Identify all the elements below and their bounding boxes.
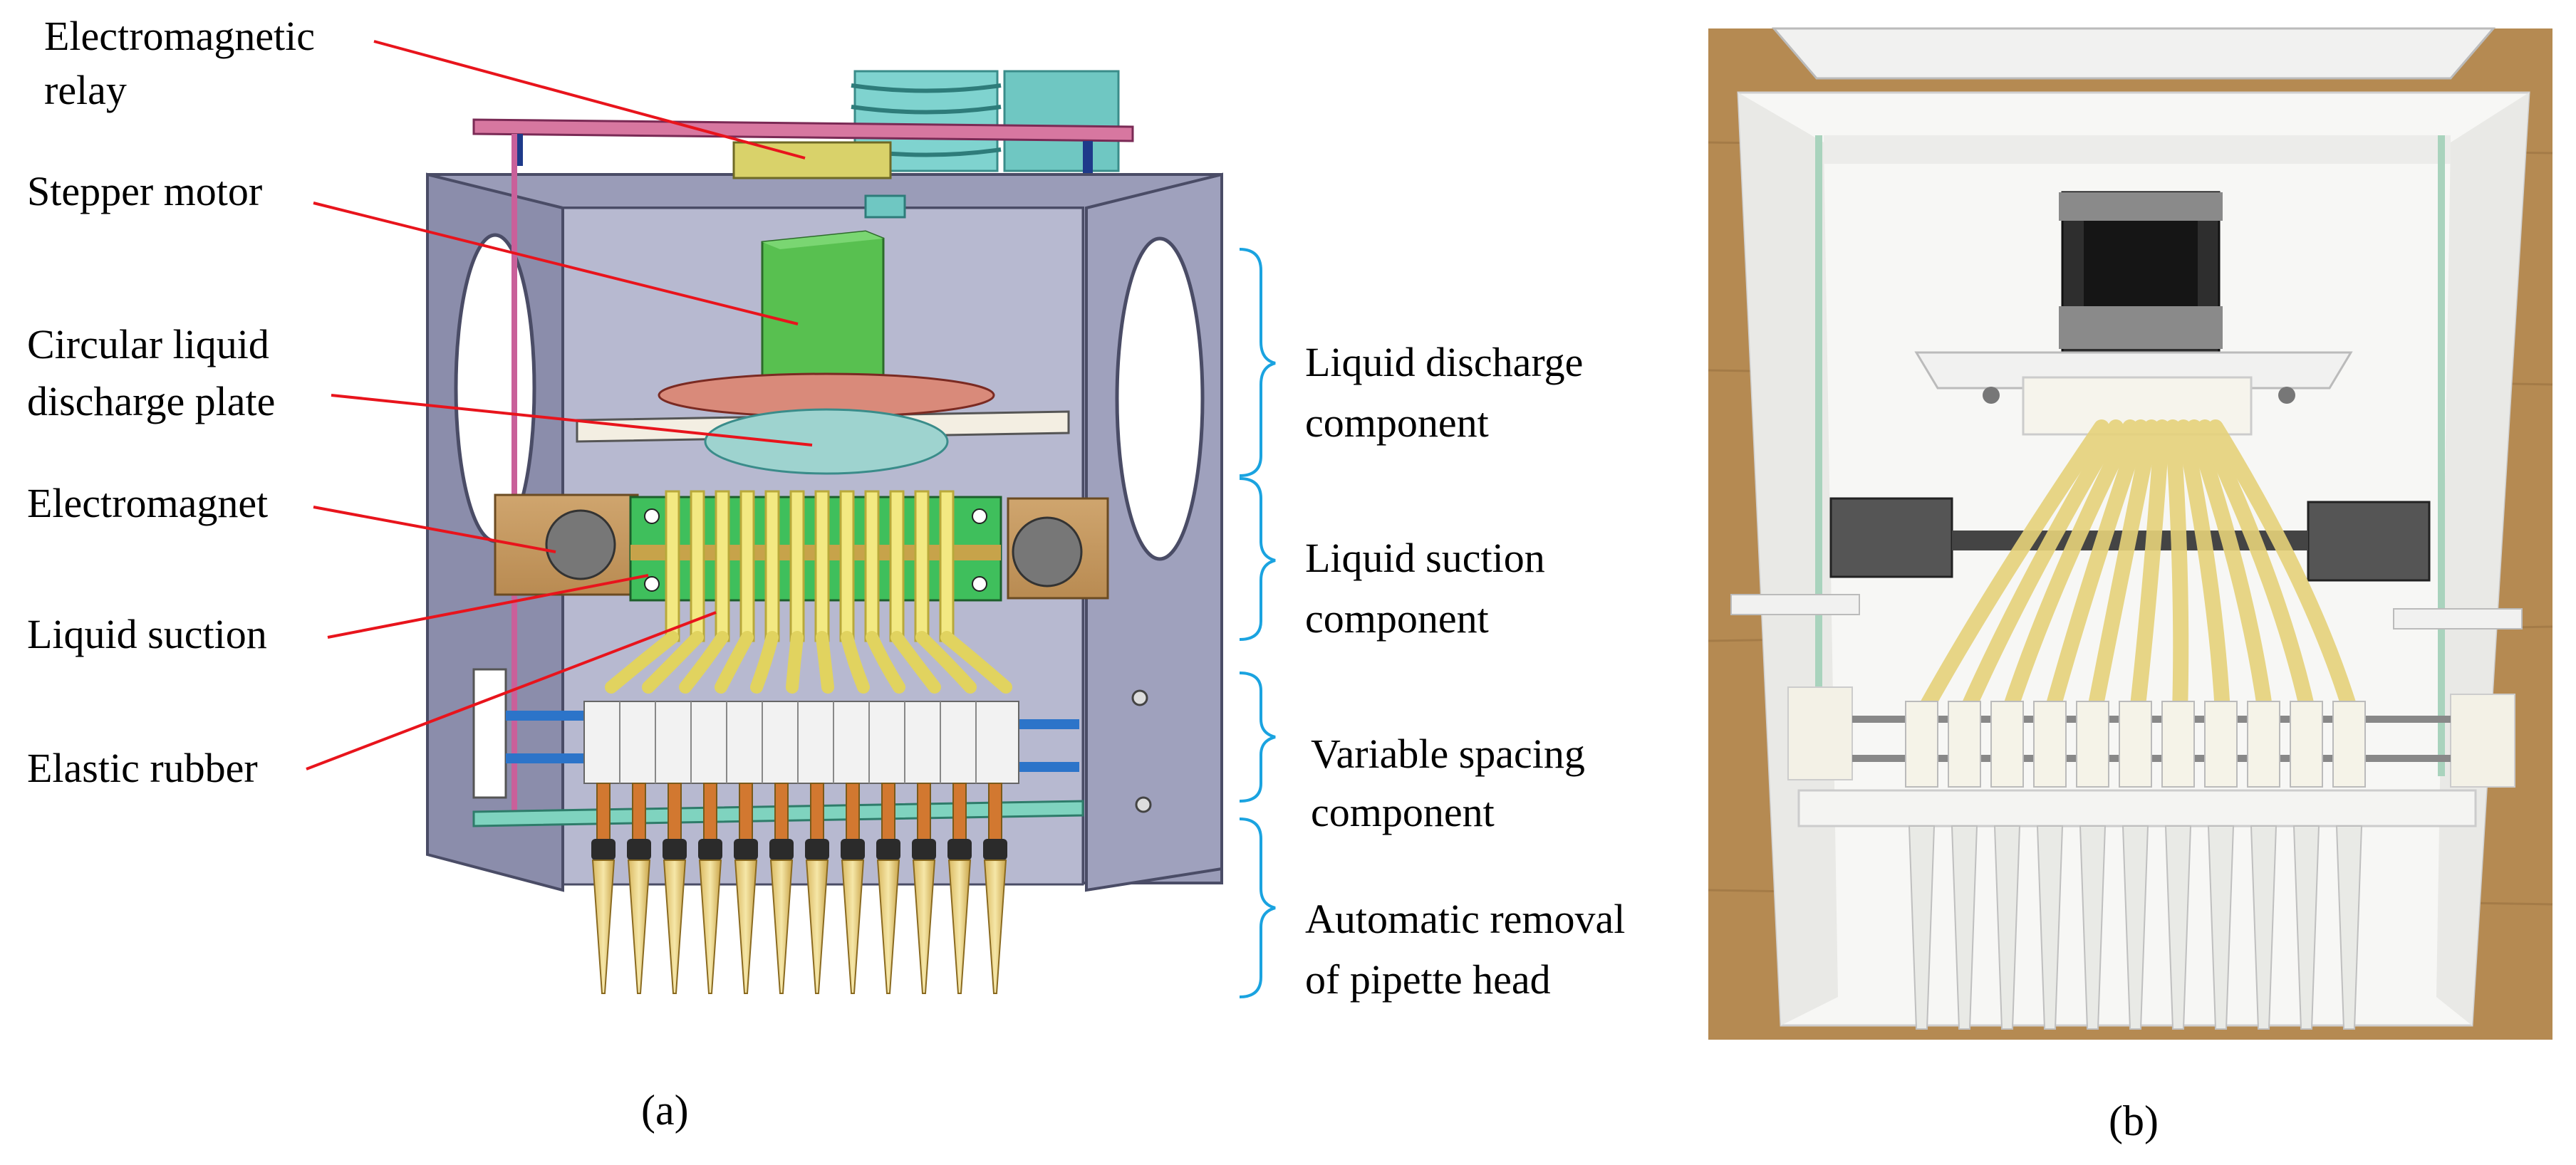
label-suction-line2: component	[1305, 595, 1489, 642]
label-removal-line2: of pipette head	[1305, 956, 1551, 1003]
brace-spacing	[1239, 672, 1276, 803]
label-electromagnet: Electromagnet	[27, 480, 269, 526]
brace-removal	[1239, 817, 1276, 998]
brace-suction	[1239, 477, 1276, 641]
label-removal-line1: Automatic removal	[1305, 896, 1626, 942]
label-electromagnetic-relay-line2: relay	[44, 67, 127, 113]
label-spacing-line2: component	[1311, 789, 1495, 835]
caption-a: (a)	[641, 1087, 689, 1134]
leader-stepper-motor	[313, 202, 799, 325]
leader-lines	[306, 40, 813, 770]
pipette-tips	[591, 783, 1007, 994]
label-discharge-line2: component	[1305, 399, 1489, 446]
fan-tubes	[605, 631, 1012, 694]
label-liquid-suction: Liquid suction	[27, 611, 267, 657]
leader-elastic-rubber	[306, 611, 717, 770]
label-stepper-motor: Stepper motor	[27, 168, 263, 214]
label-circular-plate-line1: Circular liquid	[27, 321, 269, 367]
leader-relay	[373, 40, 806, 160]
label-elastic-rubber: Elastic rubber	[27, 745, 258, 791]
label-electromagnetic-relay-line1: Electromagnetic	[44, 13, 316, 59]
leader-liquid-suction	[327, 574, 649, 639]
braces	[1239, 248, 1276, 998]
device-photo	[1708, 27, 2553, 1040]
top-plate	[472, 118, 1134, 810]
relay	[732, 141, 906, 219]
label-spacing-line1: Variable spacing	[1311, 731, 1585, 777]
label-circular-plate-line2: discharge plate	[27, 378, 276, 424]
label-discharge-line1: Liquid discharge	[1305, 339, 1584, 385]
stepper-motor	[761, 230, 885, 393]
leader-electromagnet	[313, 506, 556, 553]
brace-discharge	[1239, 248, 1276, 477]
caption-b: (b)	[2109, 1097, 2159, 1144]
leader-discharge-plate	[331, 394, 813, 446]
label-suction-line1: Liquid suction	[1305, 535, 1545, 581]
